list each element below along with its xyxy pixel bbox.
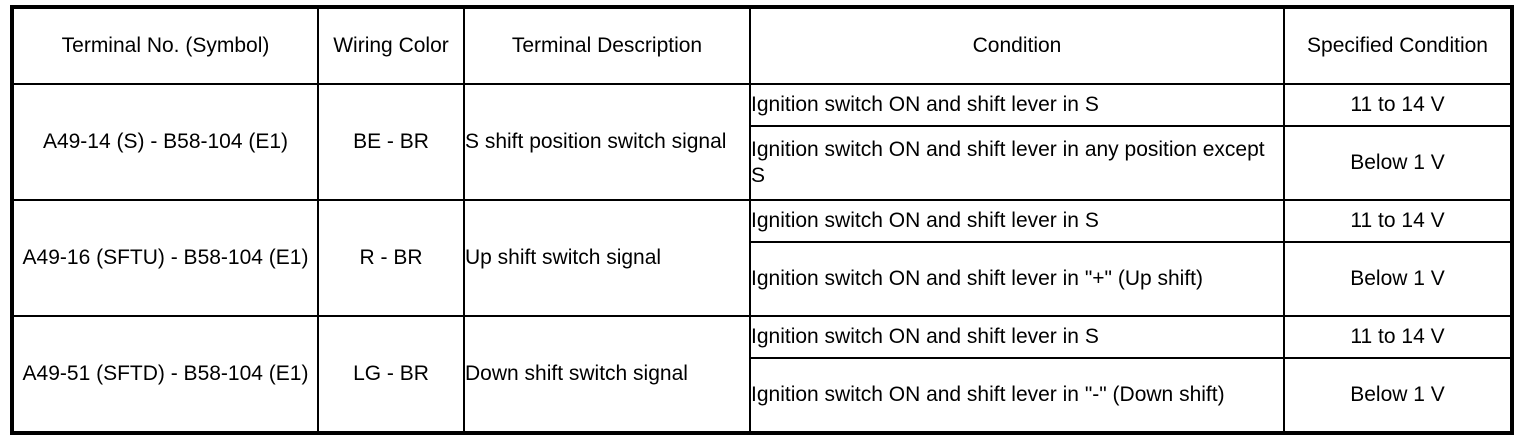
table-row: Ignition switch ON and shift lever in an… — [12, 125, 1513, 201]
specified-condition-cell: Below 1 V — [1283, 357, 1513, 434]
terminal-specification-table: Terminal No. (Symbol) Wiring Color Termi… — [10, 5, 1514, 435]
wiring-color-cell: LG - BR — [317, 315, 465, 434]
header-row: Terminal No. (Symbol) Wiring Color Termi… — [11, 6, 1513, 85]
specified-condition-cell: 11 to 14 V — [1283, 199, 1513, 243]
condition-cell: Ignition switch ON and shift lever in S — [749, 315, 1285, 359]
terminal-description-cell: Up shift switch signal — [463, 199, 751, 317]
header-specified-condition: Specified Condition — [1283, 6, 1513, 85]
header-wiring-color: Wiring Color — [317, 6, 465, 85]
terminal-no-cell: A49-51 (SFTD) - B58-104 (E1) — [11, 315, 319, 434]
terminal-description-cell: S shift position switch signal — [463, 83, 751, 201]
header-terminal-no: Terminal No. (Symbol) — [11, 6, 319, 85]
wiring-color-cell: R - BR — [317, 199, 465, 317]
condition-cell: Ignition switch ON and shift lever in an… — [749, 125, 1285, 201]
terminal-no-cell: A49-16 (SFTU) - B58-104 (E1) — [11, 199, 319, 317]
condition-cell: Ignition switch ON and shift lever in S — [749, 199, 1285, 243]
table-row: A49-16 (SFTU) - B58-104 (E1) R - BR Up s… — [11, 199, 1513, 317]
table-row: A49-51 (SFTD) - B58-104 (E1) LG - BR Dow… — [11, 315, 1513, 434]
table-body: A49-14 (S) - B58-104 (E1) BE - BR S shif… — [11, 83, 1513, 434]
condition-cell: Ignition switch ON and shift lever in S — [749, 83, 1285, 127]
terminal-no-cell: A49-14 (S) - B58-104 (E1) — [11, 83, 319, 201]
table-row: A49-14 (S) - B58-104 (E1) BE - BR S shif… — [11, 83, 1513, 201]
specified-condition-cell: 11 to 14 V — [1283, 315, 1513, 359]
table-header: Terminal No. (Symbol) Wiring Color Termi… — [11, 6, 1513, 85]
specified-condition-cell: 11 to 14 V — [1283, 83, 1513, 127]
specified-condition-cell: Below 1 V — [1283, 125, 1513, 201]
header-terminal-description: Terminal Description — [463, 6, 751, 85]
table-row: Ignition switch ON and shift lever in "-… — [12, 357, 1513, 434]
condition-cell: Ignition switch ON and shift lever in "-… — [749, 357, 1285, 434]
terminal-description-cell: Down shift switch signal — [463, 315, 751, 434]
wiring-color-cell: BE - BR — [317, 83, 465, 201]
table-row: Ignition switch ON and shift lever in "+… — [12, 241, 1513, 317]
header-condition: Condition — [749, 6, 1285, 85]
condition-cell: Ignition switch ON and shift lever in "+… — [749, 241, 1285, 317]
specified-condition-cell: Below 1 V — [1283, 241, 1513, 317]
